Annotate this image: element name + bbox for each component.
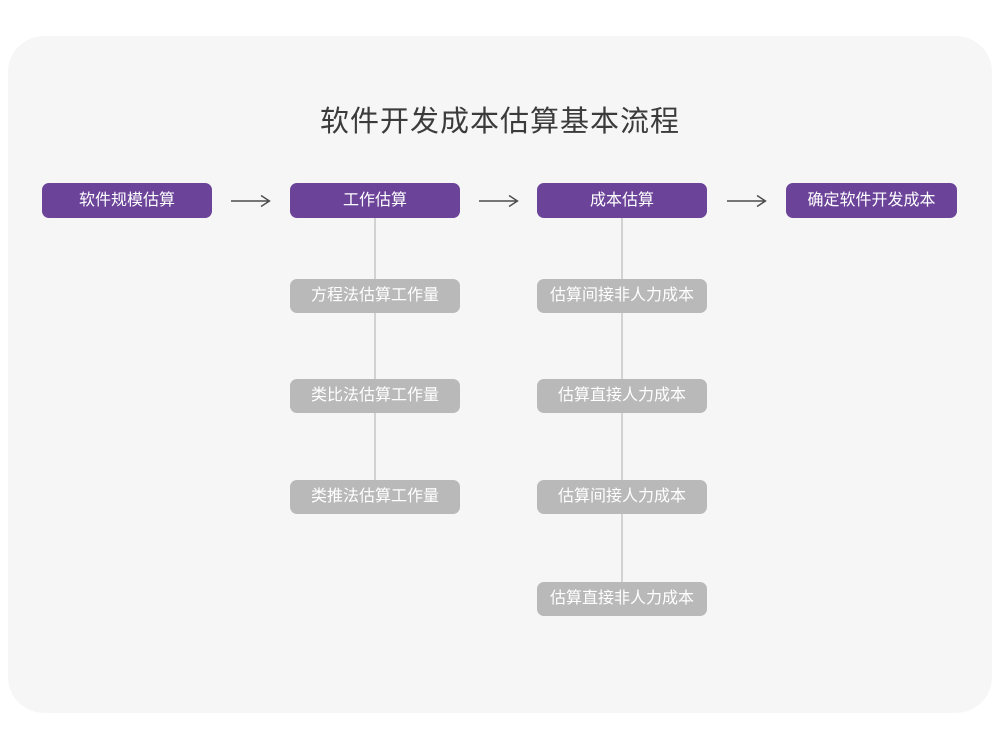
arrow-right-icon <box>479 194 519 208</box>
flow-subnode-extrapolation-method-workload: 类推法估算工作量 <box>290 480 460 514</box>
flow-subnode-indirect-nonlabor-cost: 估算间接非人力成本 <box>537 279 707 313</box>
flow-node-cost-estimation: 成本估算 <box>537 183 707 218</box>
flow-node-work-estimation: 工作估算 <box>290 183 460 218</box>
flow-subnode-equation-method-workload: 方程法估算工作量 <box>290 279 460 313</box>
flow-subnode-analogy-method-workload: 类比法估算工作量 <box>290 379 460 413</box>
connector-line-work-estimation <box>374 218 376 498</box>
diagram-title: 软件开发成本估算基本流程 <box>319 106 680 138</box>
arrow-right-icon <box>727 194 767 208</box>
diagram-card <box>8 36 992 713</box>
flow-node-software-size-estimation: 软件规模估算 <box>42 183 212 218</box>
flow-node-determine-development-cost: 确定软件开发成本 <box>786 183 957 218</box>
arrow-right-icon <box>231 194 271 208</box>
flow-subnode-direct-nonlabor-cost: 估算直接非人力成本 <box>537 582 707 616</box>
flow-subnode-indirect-labor-cost: 估算间接人力成本 <box>537 480 707 514</box>
flow-subnode-direct-labor-cost: 估算直接人力成本 <box>537 379 707 413</box>
